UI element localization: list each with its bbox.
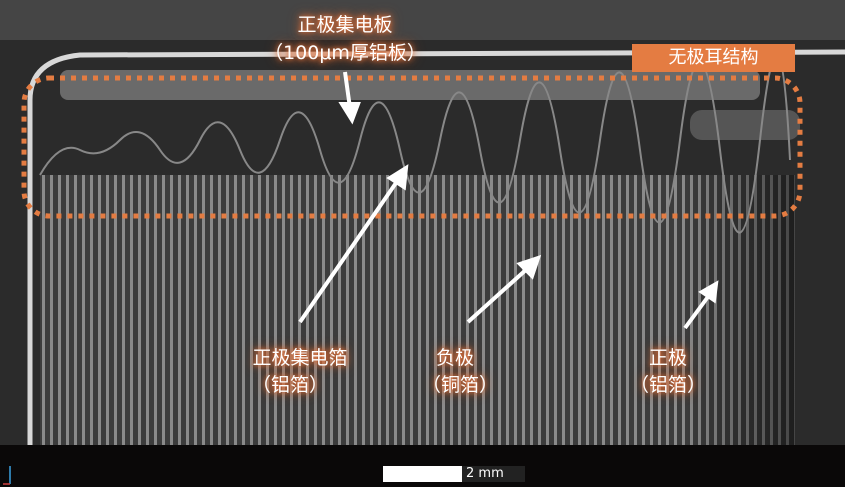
label-anode: 负极 xyxy=(435,347,475,369)
label-cathode-foil-note: （铝箔） xyxy=(251,374,329,396)
arrow-cathode xyxy=(683,292,712,330)
collector-plate xyxy=(60,70,760,100)
scale-label-background xyxy=(462,466,525,482)
scan-drawing xyxy=(0,0,845,445)
arrow-anode xyxy=(466,266,530,324)
label-collector-plate-note: （100μm厚铝板） xyxy=(264,42,426,64)
tabless-region-outline xyxy=(21,75,803,219)
axis-orientation-icon xyxy=(3,466,11,485)
tabless-structure-badge: 无极耳结构 xyxy=(632,44,795,72)
arrow-head xyxy=(338,102,361,125)
ct-scan-image xyxy=(0,0,845,445)
arrows xyxy=(298,71,719,330)
cell-housing xyxy=(27,49,845,445)
label-collector-plate: 正极集电板 xyxy=(297,14,393,36)
arrow-head xyxy=(516,254,542,280)
label-cathode-note: （铝箔） xyxy=(629,374,707,396)
label-cathode-foil: 正极集电箔 xyxy=(252,347,348,369)
scale-bar-label: 2 mm xyxy=(466,466,504,481)
arrow-head xyxy=(698,280,719,304)
arrow-cathode-foil xyxy=(298,178,400,324)
label-anode-note: （铜箔） xyxy=(421,374,499,396)
label-cathode: 正极 xyxy=(648,347,688,369)
arrow-head xyxy=(386,164,409,191)
scale-bar xyxy=(383,466,462,482)
